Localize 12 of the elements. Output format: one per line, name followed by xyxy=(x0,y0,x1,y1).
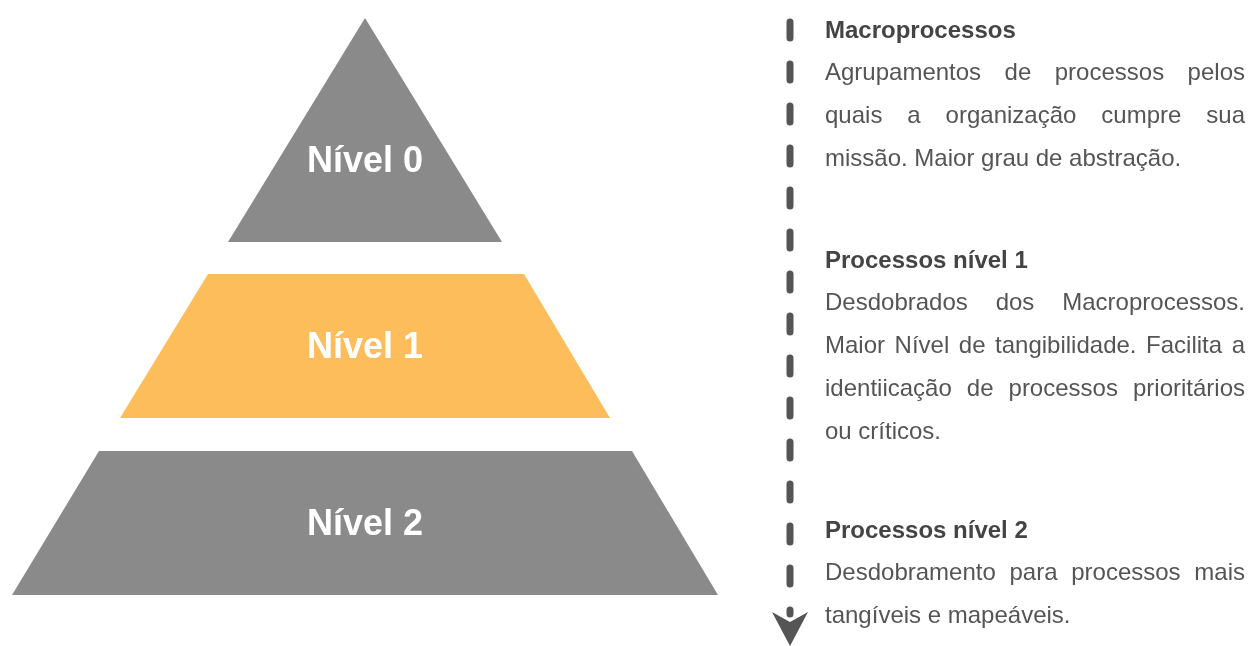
section-heading: Processos nível 2 xyxy=(825,515,1029,545)
pyramid-level xyxy=(228,18,502,242)
pyramid-level xyxy=(120,274,610,418)
section-description: Desdobrados dos Macroprocessos. Maior Nível de tangibilidade. Facilita a identiicação de processos prioritários ou críticos. xyxy=(825,287,1245,446)
section-description: Agrupamentos de processos pelos quais a organização cumpre sua missão. Maior grau de abstração. xyxy=(825,57,1245,173)
section-heading: Processos nível 1 xyxy=(825,245,1029,275)
section-heading: Macroprocessos xyxy=(825,15,1017,45)
level-label: Nível 1 xyxy=(306,328,424,364)
section-description: Desdobramento para processos mais tangíveis e mapeáveis. xyxy=(825,557,1245,630)
level-label: Nível 2 xyxy=(306,505,424,541)
pyramid-level xyxy=(12,451,718,595)
level-label: Nível 0 xyxy=(306,142,424,178)
